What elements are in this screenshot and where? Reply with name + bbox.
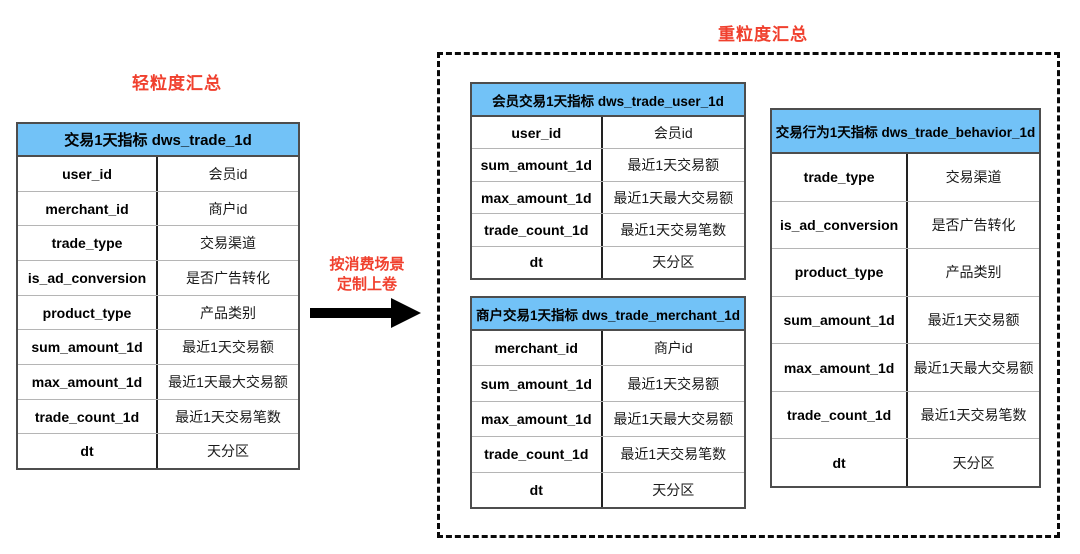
table-row: is_ad_conversion 是否广告转化 (772, 201, 1039, 250)
field-description: 交易渠道 (945, 169, 1002, 186)
table-header: 商户交易1天指标 dws_trade_merchant_1d (472, 298, 744, 331)
field-description: 最近1天交易笔数 (920, 407, 1027, 424)
table-row: sum_amount_1d 最近1天交易额 (472, 366, 744, 402)
field-description: 最近1天交易额 (627, 157, 720, 174)
field-description: 最近1天交易额 (927, 312, 1020, 329)
table-row: user_id 会员id (18, 157, 298, 192)
field-name: max_amount_1d (472, 401, 603, 437)
field-name: sum_amount_1d (472, 149, 603, 181)
field-description: 天分区 (652, 481, 695, 498)
field-name: trade_count_1d (18, 399, 158, 434)
field-name: max_amount_1d (472, 181, 603, 214)
table-row: user_id 会员id (472, 117, 744, 150)
table-header: 交易行为1天指标 dws_trade_behavior_1d (772, 110, 1039, 154)
field-description: 会员id (653, 124, 693, 141)
table-row: dt 天分区 (18, 434, 298, 469)
table-row: max_amount_1d 最近1天最大交易额 (472, 181, 744, 215)
table-header: 交易1天指标 dws_trade_1d (18, 124, 298, 157)
field-name: merchant_id (472, 331, 603, 366)
field-name: trade_type (772, 154, 909, 201)
field-name: dt (18, 434, 158, 469)
field-description: 是否广告转化 (931, 216, 1016, 233)
field-description: 最近1天最大交易额 (613, 411, 734, 428)
table-row: trade_count_1d 最近1天交易笔数 (18, 399, 298, 435)
light-granularity-title: 轻粒度汇总 (132, 74, 222, 93)
field-description: 会员id (208, 165, 248, 182)
table-row: merchant_id 商户id (18, 191, 298, 227)
field-description: 产品类别 (200, 304, 256, 321)
heavy-granularity-title: 重粒度汇总 (718, 25, 808, 44)
field-description: 天分区 (952, 454, 995, 471)
table-row: dt 天分区 (472, 472, 744, 508)
field-description: 天分区 (207, 443, 249, 460)
table-row: dt 天分区 (772, 439, 1039, 487)
field-description: 商户id (208, 200, 248, 217)
field-name: user_id (472, 117, 603, 149)
field-name: user_id (18, 157, 158, 191)
table-row: trade_type 交易渠道 (772, 154, 1039, 202)
field-description: 交易渠道 (200, 235, 256, 252)
table-row: product_type 产品类别 (772, 249, 1039, 297)
field-name: product_type (18, 295, 158, 330)
field-description: 最近1天交易笔数 (620, 446, 727, 463)
rollup-annotation-line2: 定制上卷 (336, 276, 397, 293)
table-row: sum_amount_1d 最近1天交易额 (772, 296, 1039, 345)
table-row: dt 天分区 (472, 246, 744, 279)
field-description: 商户id (653, 340, 693, 357)
field-name: trade_count_1d (472, 437, 603, 472)
field-description: 最近1天交易笔数 (175, 408, 281, 425)
rollup-annotation-line1: 按消费场景 (329, 256, 405, 273)
table-row: trade_count_1d 最近1天交易笔数 (472, 214, 744, 247)
field-name: trade_count_1d (472, 214, 603, 246)
field-name: product_type (772, 249, 909, 296)
table-row: trade_type 交易渠道 (18, 226, 298, 262)
field-name: dt (472, 246, 603, 279)
table-row: sum_amount_1d 最近1天交易额 (472, 149, 744, 182)
field-name: trade_type (18, 226, 158, 261)
field-name: sum_amount_1d (472, 366, 603, 401)
field-description: 最近1天最大交易额 (168, 373, 288, 390)
field-name: sum_amount_1d (18, 330, 158, 365)
field-description: 最近1天最大交易额 (613, 189, 734, 206)
field-description: 最近1天最大交易额 (913, 359, 1034, 376)
rollup-arrow-head-icon (391, 298, 421, 328)
field-name: max_amount_1d (772, 344, 909, 391)
field-name: sum_amount_1d (772, 296, 909, 344)
heavy-granularity-group-border (437, 52, 1060, 538)
table-row: sum_amount_1d 最近1天交易额 (18, 330, 298, 366)
field-name: is_ad_conversion (18, 261, 158, 295)
table-row: max_amount_1d 最近1天最大交易额 (18, 365, 298, 400)
field-description: 最近1天交易笔数 (620, 221, 727, 238)
table-row: is_ad_conversion 是否广告转化 (18, 261, 298, 296)
table-header: 会员交易1天指标 dws_trade_user_1d (472, 84, 744, 117)
field-name: is_ad_conversion (772, 201, 909, 249)
field-name: trade_count_1d (772, 391, 909, 439)
rollup-annotation: 按消费场景 定制上卷 (306, 255, 428, 295)
rollup-arrow-body (310, 308, 392, 318)
field-description: 最近1天交易额 (182, 339, 274, 356)
table-row: max_amount_1d 最近1天最大交易额 (472, 401, 744, 438)
field-name: merchant_id (18, 191, 158, 226)
table-row: merchant_id 商户id (472, 331, 744, 367)
field-description: 产品类别 (945, 264, 1002, 281)
table-row: trade_count_1d 最近1天交易笔数 (772, 391, 1039, 440)
field-description: 天分区 (652, 254, 695, 271)
field-name: dt (772, 439, 909, 487)
table-row: trade_count_1d 最近1天交易笔数 (472, 437, 744, 473)
field-name: max_amount_1d (18, 365, 158, 399)
field-name: dt (472, 472, 603, 508)
table-row: product_type 产品类别 (18, 295, 298, 331)
field-description: 最近1天交易额 (627, 375, 720, 392)
field-description: 是否广告转化 (186, 269, 270, 286)
